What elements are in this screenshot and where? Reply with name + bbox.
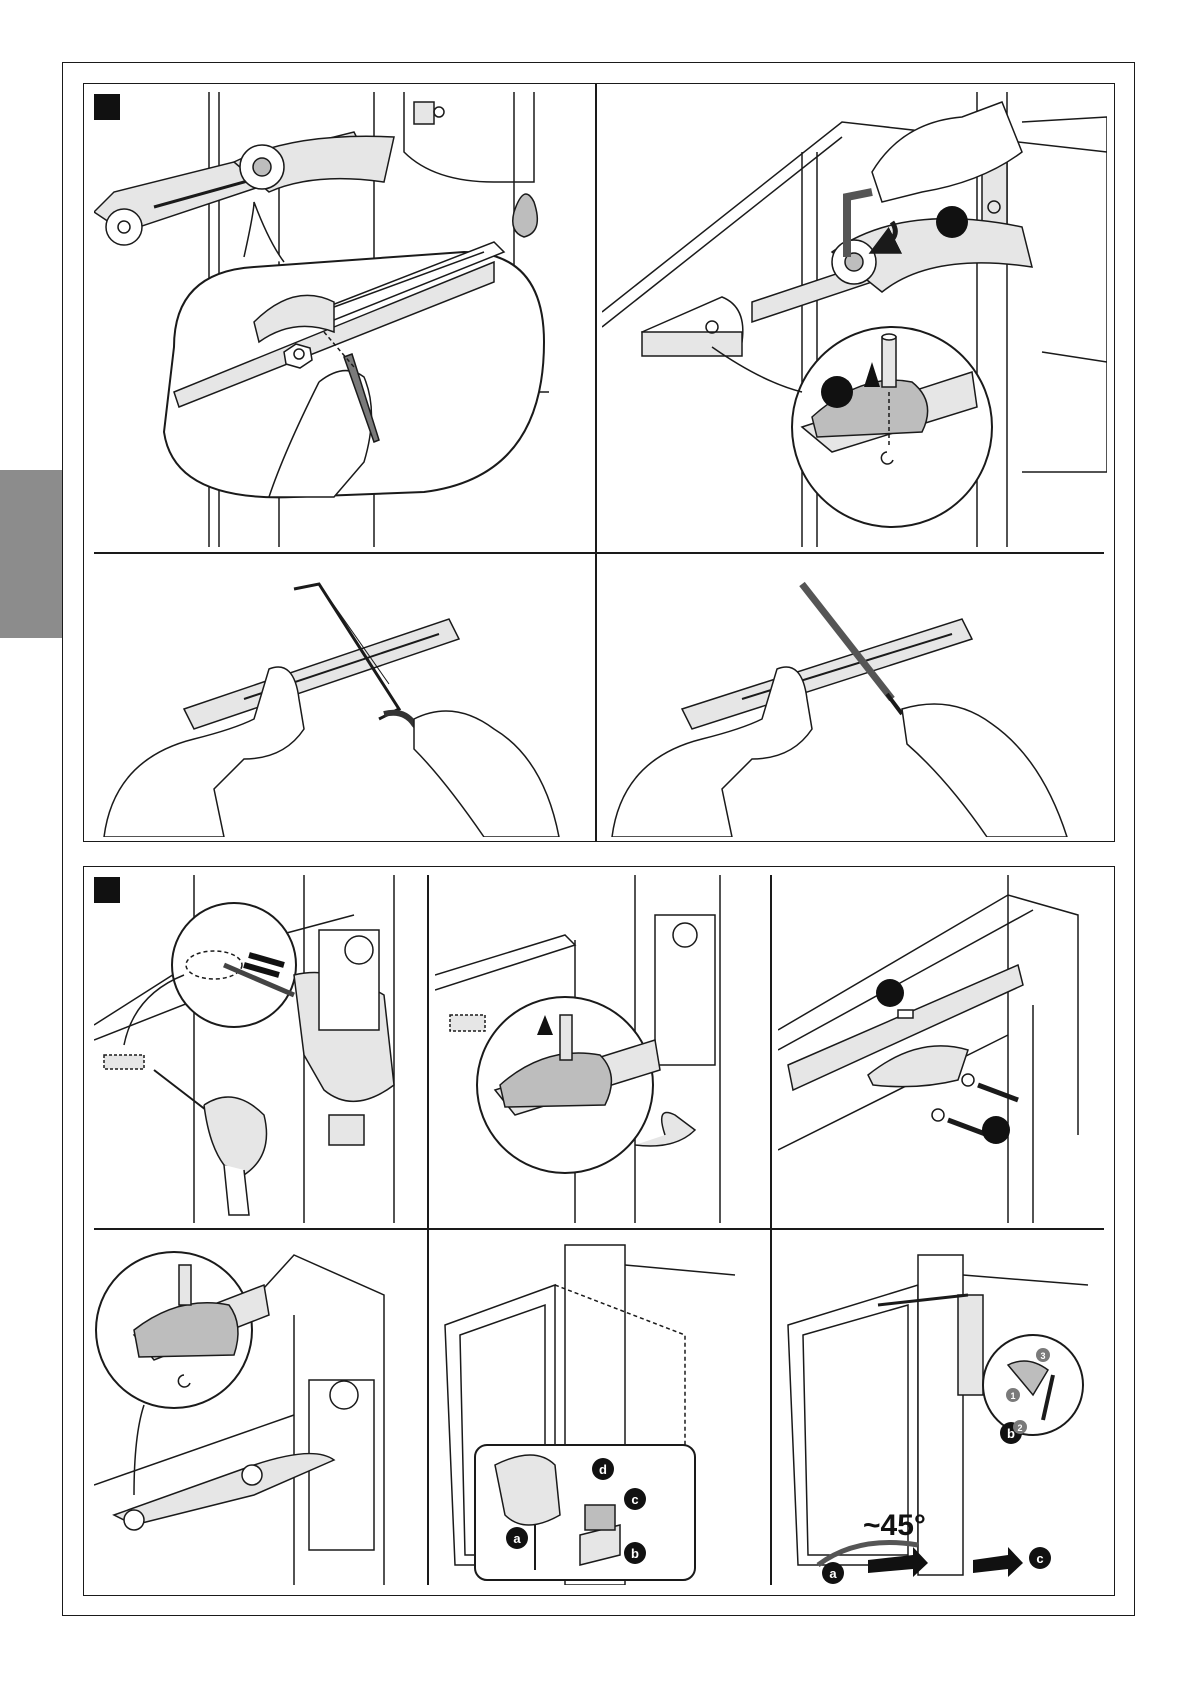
step-3: 3	[1040, 1351, 1045, 1361]
figure-bottom: a b c d ~45°	[83, 866, 1115, 1596]
panel-open-gate: ~45° a b c 3 1 2	[778, 1235, 1106, 1585]
figure-bottom-divider-vertical-1	[427, 875, 429, 1585]
file-arm-illustration	[602, 559, 1107, 837]
label-a: a	[829, 1566, 837, 1581]
figure-bottom-divider-vertical-2	[770, 875, 772, 1585]
panel-level-screws	[778, 875, 1106, 1223]
step-2: 2	[1017, 1423, 1022, 1433]
label-c: c	[1036, 1551, 1043, 1566]
angle-label: ~45°	[863, 1509, 926, 1542]
step-badge-1	[936, 206, 968, 238]
label-b: b	[631, 1546, 639, 1561]
level-screws-illustration	[778, 875, 1106, 1223]
figure-top-divider-horizontal	[94, 552, 1104, 554]
figure-top	[83, 83, 1115, 842]
label-d: d	[599, 1462, 607, 1477]
side-tab	[0, 470, 62, 638]
step-badge-1	[876, 979, 904, 1007]
label-a: a	[513, 1531, 521, 1546]
panel-mount-bracket: a b c d	[435, 1235, 763, 1585]
panel-drill-pillar	[94, 875, 422, 1223]
panel-cut-arm	[94, 559, 589, 837]
panel-insert-pin	[435, 875, 763, 1223]
insert-pin-illustration	[435, 875, 763, 1223]
label-c: c	[631, 1492, 638, 1507]
mount-bracket-illustration: a b c d	[435, 1235, 763, 1585]
panel-remove-pin	[602, 92, 1107, 547]
figure-bottom-divider-horizontal	[94, 1228, 1104, 1230]
panel-final-assembly	[94, 1235, 422, 1585]
cut-arm-illustration	[94, 559, 589, 837]
step-1: 1	[1010, 1391, 1015, 1401]
panel-arm-slot-adjust	[94, 92, 589, 547]
arm-slot-illustration	[94, 92, 589, 547]
step-badge-2	[982, 1116, 1010, 1144]
arrow-push-icon	[973, 1547, 1023, 1577]
final-assembly-illustration	[94, 1235, 422, 1585]
drill-pillar-illustration	[94, 875, 422, 1223]
figure-top-divider-vertical	[595, 84, 597, 841]
open-gate-illustration: ~45° a b c 3 1 2	[778, 1235, 1106, 1585]
panel-file-arm	[602, 559, 1107, 837]
remove-pin-illustration	[602, 92, 1107, 547]
step-badge-2	[821, 376, 853, 408]
